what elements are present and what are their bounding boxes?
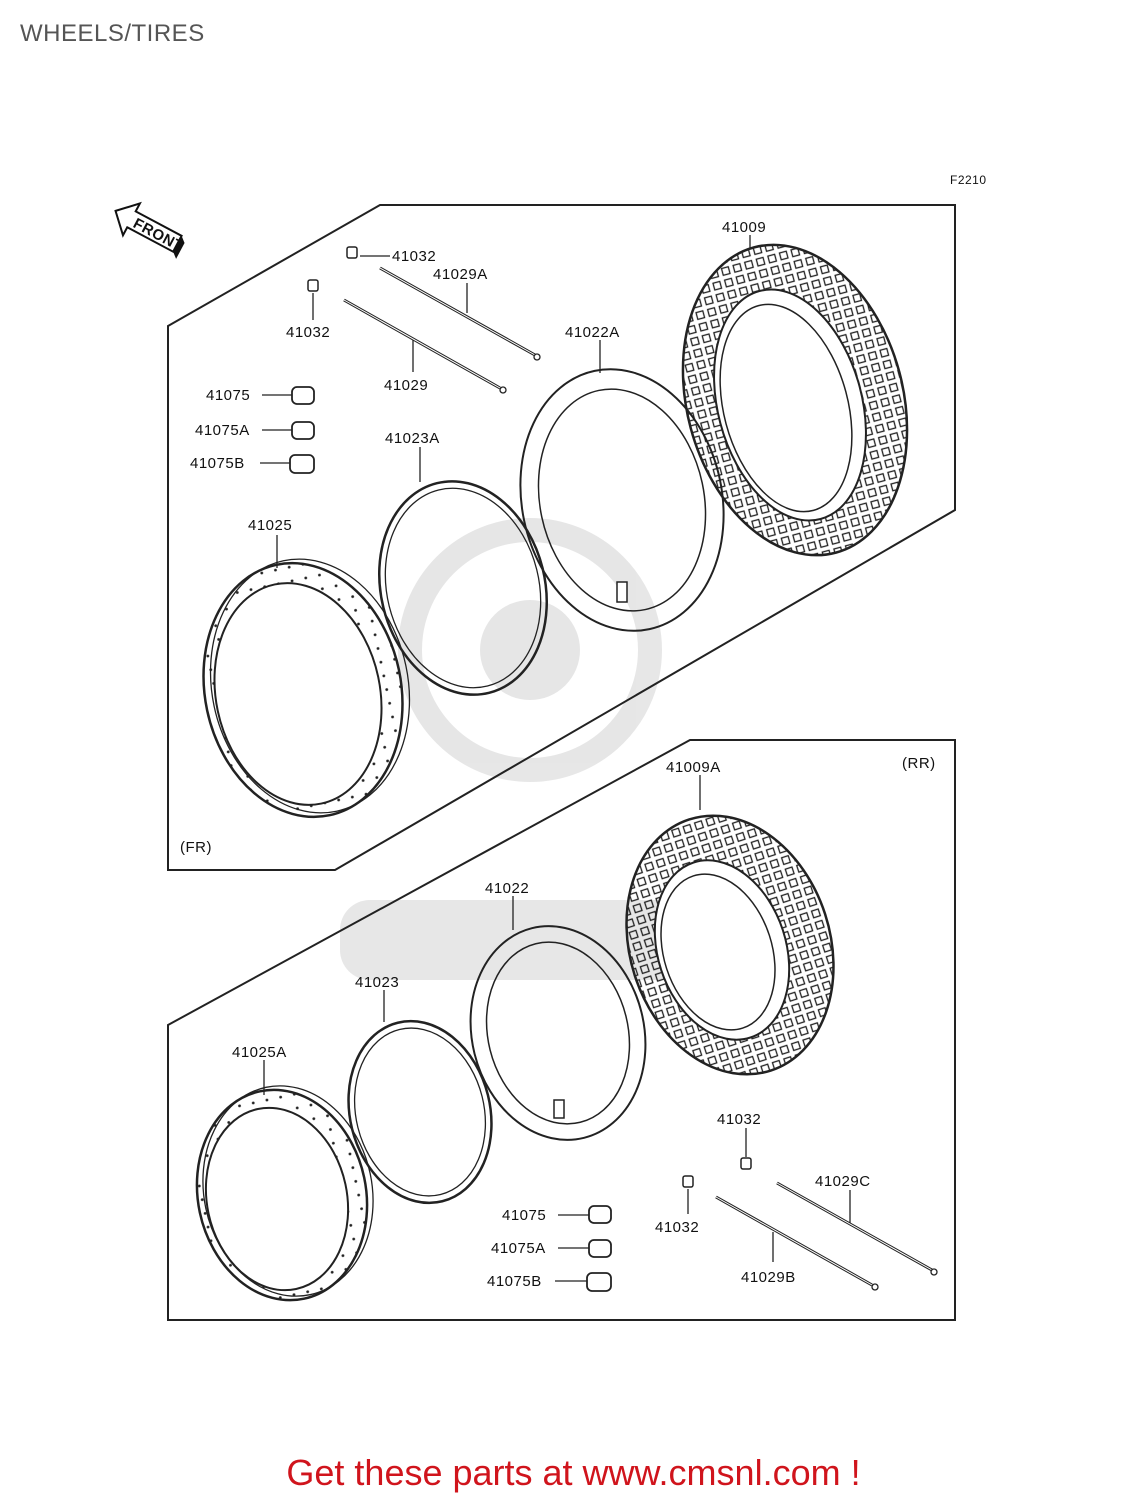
front-rim-icon bbox=[202, 558, 411, 819]
part-label-41029C[interactable]: 41029C bbox=[815, 1173, 871, 1190]
front-section: (FR) 41009 41022A 41023A bbox=[167, 204, 956, 871]
part-label-41025[interactable]: 41025 bbox=[248, 517, 292, 534]
front-tire-icon bbox=[681, 243, 909, 557]
part-label-41009A[interactable]: 41009A bbox=[666, 759, 721, 776]
part-label-41022[interactable]: 41022 bbox=[485, 880, 529, 897]
rear-tire-icon bbox=[625, 814, 835, 1076]
front-section-label: (FR) bbox=[180, 839, 212, 856]
part-label-41029[interactable]: 41029 bbox=[384, 377, 428, 394]
part-label-41029B[interactable]: 41029B bbox=[741, 1269, 796, 1286]
part-label-41023[interactable]: 41023 bbox=[355, 974, 399, 991]
rear-weight-icon bbox=[586, 1205, 612, 1292]
part-label-41023A[interactable]: 41023A bbox=[385, 430, 440, 447]
part-label-41075[interactable]: 41075 bbox=[206, 387, 250, 404]
front-tube-icon bbox=[519, 368, 725, 632]
front-nipple-icon bbox=[307, 246, 358, 292]
part-label-41075-rear[interactable]: 41075 bbox=[502, 1207, 546, 1224]
part-label-41032-upper[interactable]: 41032 bbox=[392, 248, 436, 265]
part-label-41075B[interactable]: 41075B bbox=[190, 455, 245, 472]
rear-nipple-icon bbox=[682, 1157, 752, 1188]
front-arrow-label: FRONT bbox=[130, 215, 186, 255]
front-rim-band-icon bbox=[378, 480, 548, 696]
rear-section: (RR) 41009A 41022 41023 bbox=[167, 739, 956, 1321]
parts-diagram: F2210 FRONT (FR) 41009 41022A bbox=[114, 173, 987, 1321]
front-weight-icon bbox=[289, 386, 315, 474]
part-label-41032-lower[interactable]: 41032 bbox=[286, 324, 330, 341]
rear-section-frame bbox=[167, 739, 956, 1321]
part-label-41009[interactable]: 41009 bbox=[722, 219, 766, 236]
front-spoke-icon bbox=[343, 266, 541, 394]
page-title: WHEELS/TIRES bbox=[20, 20, 205, 47]
part-label-41075B-rear[interactable]: 41075B bbox=[487, 1273, 542, 1290]
part-label-41075A-rear[interactable]: 41075A bbox=[491, 1240, 546, 1257]
front-arrow-icon: FRONT bbox=[114, 201, 186, 259]
part-label-41022A[interactable]: 41022A bbox=[565, 324, 620, 341]
part-label-41032-rear-lower[interactable]: 41032 bbox=[655, 1219, 699, 1236]
rear-tube-icon bbox=[469, 925, 647, 1141]
part-label-41025A[interactable]: 41025A bbox=[232, 1044, 287, 1061]
front-section-frame bbox=[167, 204, 956, 871]
part-label-41032-rear-upper[interactable]: 41032 bbox=[717, 1111, 761, 1128]
rear-spoke-icon bbox=[715, 1181, 938, 1291]
part-label-41075A[interactable]: 41075A bbox=[195, 422, 250, 439]
promo-link[interactable]: Get these parts at www.cmsnl.com ! bbox=[286, 1452, 861, 1493]
rear-section-label: (RR) bbox=[902, 755, 936, 772]
part-label-41029A[interactable]: 41029A bbox=[433, 266, 488, 283]
rear-rim-icon bbox=[195, 1085, 374, 1302]
ref-code: F2210 bbox=[950, 173, 987, 187]
